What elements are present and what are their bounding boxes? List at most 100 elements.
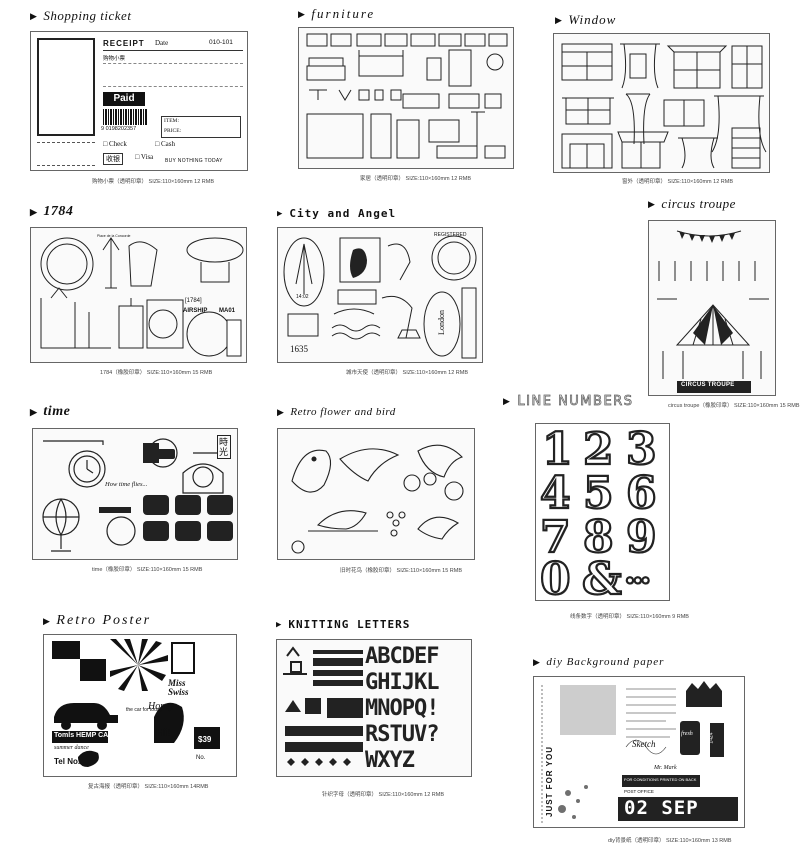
section-title-background: ▶diy Background paper: [533, 656, 665, 668]
receipt-underline: [103, 50, 243, 51]
knit-letters-row-1: ABCDEF: [365, 644, 439, 669]
section-title-poster: ▶Retro Poster: [43, 613, 152, 628]
receipt-number: 010-101: [209, 39, 233, 46]
digit-1: 1: [541, 424, 574, 476]
london-text: London: [436, 310, 446, 335]
circus-banner: CIRCUS TROUPE: [681, 382, 735, 388]
section-title-numbers: ▶LINE NUMBERS: [503, 394, 634, 410]
visa-option: □ Visa: [135, 153, 154, 161]
digit-3: 3: [625, 424, 658, 476]
tag-number: 1424: [708, 732, 715, 744]
dashed-lines-left: [37, 142, 95, 166]
city-tag: 14:02: [296, 294, 309, 300]
drawer-drawing: [396, 119, 420, 159]
angel-drawing: [387, 243, 411, 281]
triangle-icon: ▶: [298, 8, 306, 19]
crown-icon: [686, 681, 722, 707]
woman-figure: [154, 702, 184, 743]
block-1: [52, 641, 80, 659]
card-background-paper: JUST FOR YOU fresh 1424 Mr. Mark FOR CON…: [533, 676, 745, 828]
poster-number: No.: [196, 755, 206, 761]
card-1784: AIRSHIP MA01 [1784] Place de la Concorde: [30, 227, 247, 363]
knit-row-4: [313, 680, 363, 686]
triangle-icon: ▶: [277, 208, 284, 219]
wardrobe-drawing: [448, 49, 472, 87]
triangle-icon: ▶: [555, 14, 563, 25]
diamond-row: [287, 758, 351, 766]
angel-drawing-2: [381, 295, 413, 339]
triangle-icon: ▶: [276, 619, 283, 630]
ellipsis: ...: [623, 551, 653, 593]
card-retro-poster: Miss Swiss the car for today Honey Hi! T…: [43, 634, 237, 777]
dial-1: [143, 495, 169, 515]
dial-2: [175, 495, 201, 515]
dial-6: [207, 521, 233, 541]
triangle-icon: ▶: [533, 656, 541, 667]
window-illustrations: [561, 43, 767, 169]
receipt-footer: BUY NOTHING TODAY: [165, 158, 223, 164]
telephone: [78, 750, 99, 767]
script-signature: Sketch: [632, 739, 656, 749]
registered-stamp: [431, 235, 477, 281]
digit-4: 4: [539, 467, 572, 520]
paid-stamp: Paid: [103, 92, 145, 106]
signature: [625, 739, 667, 755]
digit-7: 7: [539, 511, 572, 564]
caption-window: 窗外（透明印章） SIZE:110×160mm 12 RMB: [622, 179, 733, 185]
car-banner: [52, 731, 108, 743]
lighthouse-drawing: [118, 298, 144, 349]
eiffel-oval: [283, 237, 325, 307]
pocket-watch: [68, 450, 106, 488]
cabinet-drawing: [426, 57, 442, 81]
conditions-strip: [622, 775, 700, 787]
ampersand: &: [581, 553, 623, 601]
flower-1: [403, 474, 421, 492]
grid-pattern: [327, 698, 363, 718]
dial-3: [207, 495, 233, 515]
digit-9: 9: [625, 511, 658, 564]
floor-lamp-drawing: [471, 111, 485, 158]
triangle-icon: ▶: [30, 406, 38, 417]
photo-frame: [37, 38, 95, 136]
card-time: How time flies... 時光: [32, 428, 238, 560]
dial-5: [175, 521, 201, 541]
section-title-shopping: ▶Shopping ticket: [30, 8, 132, 23]
knitting-patterns: [283, 646, 363, 766]
item-label: ITEM:: [164, 118, 179, 124]
receipt-date-label: Date: [155, 39, 169, 47]
card-flower-bird: [277, 428, 475, 560]
sparrow-drawing: [291, 449, 332, 493]
knit-band-1: [285, 726, 363, 736]
digit-0: 0: [539, 553, 572, 601]
knit-letters-row-4: RSTUV?: [365, 722, 439, 747]
time-flies: How time flies...: [105, 481, 148, 488]
tel-label: Tel No.: [54, 757, 81, 766]
digit-6: 6: [625, 467, 658, 520]
block-2: [80, 659, 106, 681]
section-title-time: ▶time: [30, 404, 71, 419]
mark-label: Mr. Mark: [654, 765, 677, 771]
receipt-lines: [103, 63, 243, 87]
caption-time: time（橡胶印章） SIZE:110×160mm 15 RMB: [92, 567, 203, 573]
sofa-drawing: [306, 57, 346, 81]
post-office: POST OFFICE: [624, 789, 654, 794]
caption-poster: 复古海报（透明印章） SIZE:110×160mm 14RMB: [88, 784, 209, 790]
digit-5: 5: [582, 467, 615, 520]
time-bar: [99, 507, 131, 513]
section-title-1784: ▶1784: [30, 204, 74, 219]
registered-text: REGISTERED: [434, 232, 467, 238]
postmark-waves: [333, 289, 377, 315]
barcode-number: 9 0198202357: [101, 126, 137, 132]
tin-can: [680, 721, 700, 755]
hemp-car: Tomls HEMP CAR: [54, 732, 114, 739]
knit-letters-row-2: GHIJKL: [365, 670, 439, 695]
kitchen-drawing: [306, 113, 364, 159]
triangle-icon: ▶: [30, 10, 38, 21]
triangle-icon: ▶: [30, 206, 38, 217]
flower-2: [423, 472, 437, 486]
date-stamp-text: 02 SEP: [624, 797, 699, 819]
time-chars: 時光: [217, 435, 231, 459]
knit-band-2: [285, 742, 363, 752]
crown-drawing: [397, 329, 421, 339]
poster-illustrations: [52, 639, 220, 767]
